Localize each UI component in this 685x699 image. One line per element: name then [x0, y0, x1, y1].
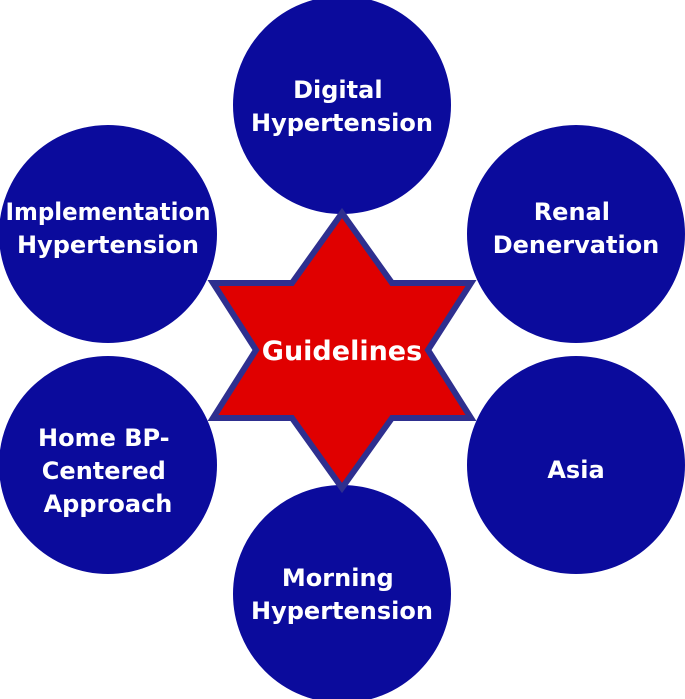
node-homebp-line-3: Approach	[44, 490, 173, 518]
star-shape	[207, 207, 477, 494]
center-label: Guidelines	[262, 336, 422, 367]
node-renal: Renal Denervation	[465, 123, 685, 345]
svg-text:Home BP- Centered: Home BP- Centered Approach	[38, 424, 178, 518]
node-digital-line-1: Digital	[293, 76, 382, 104]
node-asia-line-1: Asia	[547, 456, 604, 484]
svg-text:Renal Denervation: Renal Denervation	[493, 198, 660, 259]
svg-text:Hypertension: Hypertension	[17, 231, 199, 259]
center-star: Guidelines	[207, 207, 477, 494]
node-asia: Asia	[465, 354, 685, 576]
node-implementation-line-1: Implementation	[6, 198, 211, 226]
svg-text:Asia: Asia	[547, 456, 604, 484]
svg-text:Morning Hypertension: Morning Hypertension	[251, 564, 433, 625]
node-implementation-line-2: Hypertension	[17, 231, 199, 259]
node-implementation: Implementation Hypertension	[0, 123, 219, 345]
node-renal-line-1: Renal	[534, 198, 610, 226]
node-homebp-line-2: Centered	[42, 457, 166, 485]
node-homebp: Home BP- Centered Approach	[0, 354, 219, 576]
svg-text:Implementation: Implementation	[6, 198, 211, 226]
node-renal-line-2: Denervation	[493, 231, 660, 259]
node-morning-line-2: Hypertension	[251, 597, 433, 625]
node-morning-line-1: Morning	[282, 564, 394, 592]
node-digital: Digital Hypertension	[231, 0, 453, 216]
node-morning: Morning Hypertension	[231, 483, 453, 699]
svg-text:Digital Hypertension: Digital Hypertension	[251, 76, 433, 137]
node-homebp-line-1: Home BP-	[38, 424, 170, 452]
node-digital-line-2: Hypertension	[251, 109, 433, 137]
